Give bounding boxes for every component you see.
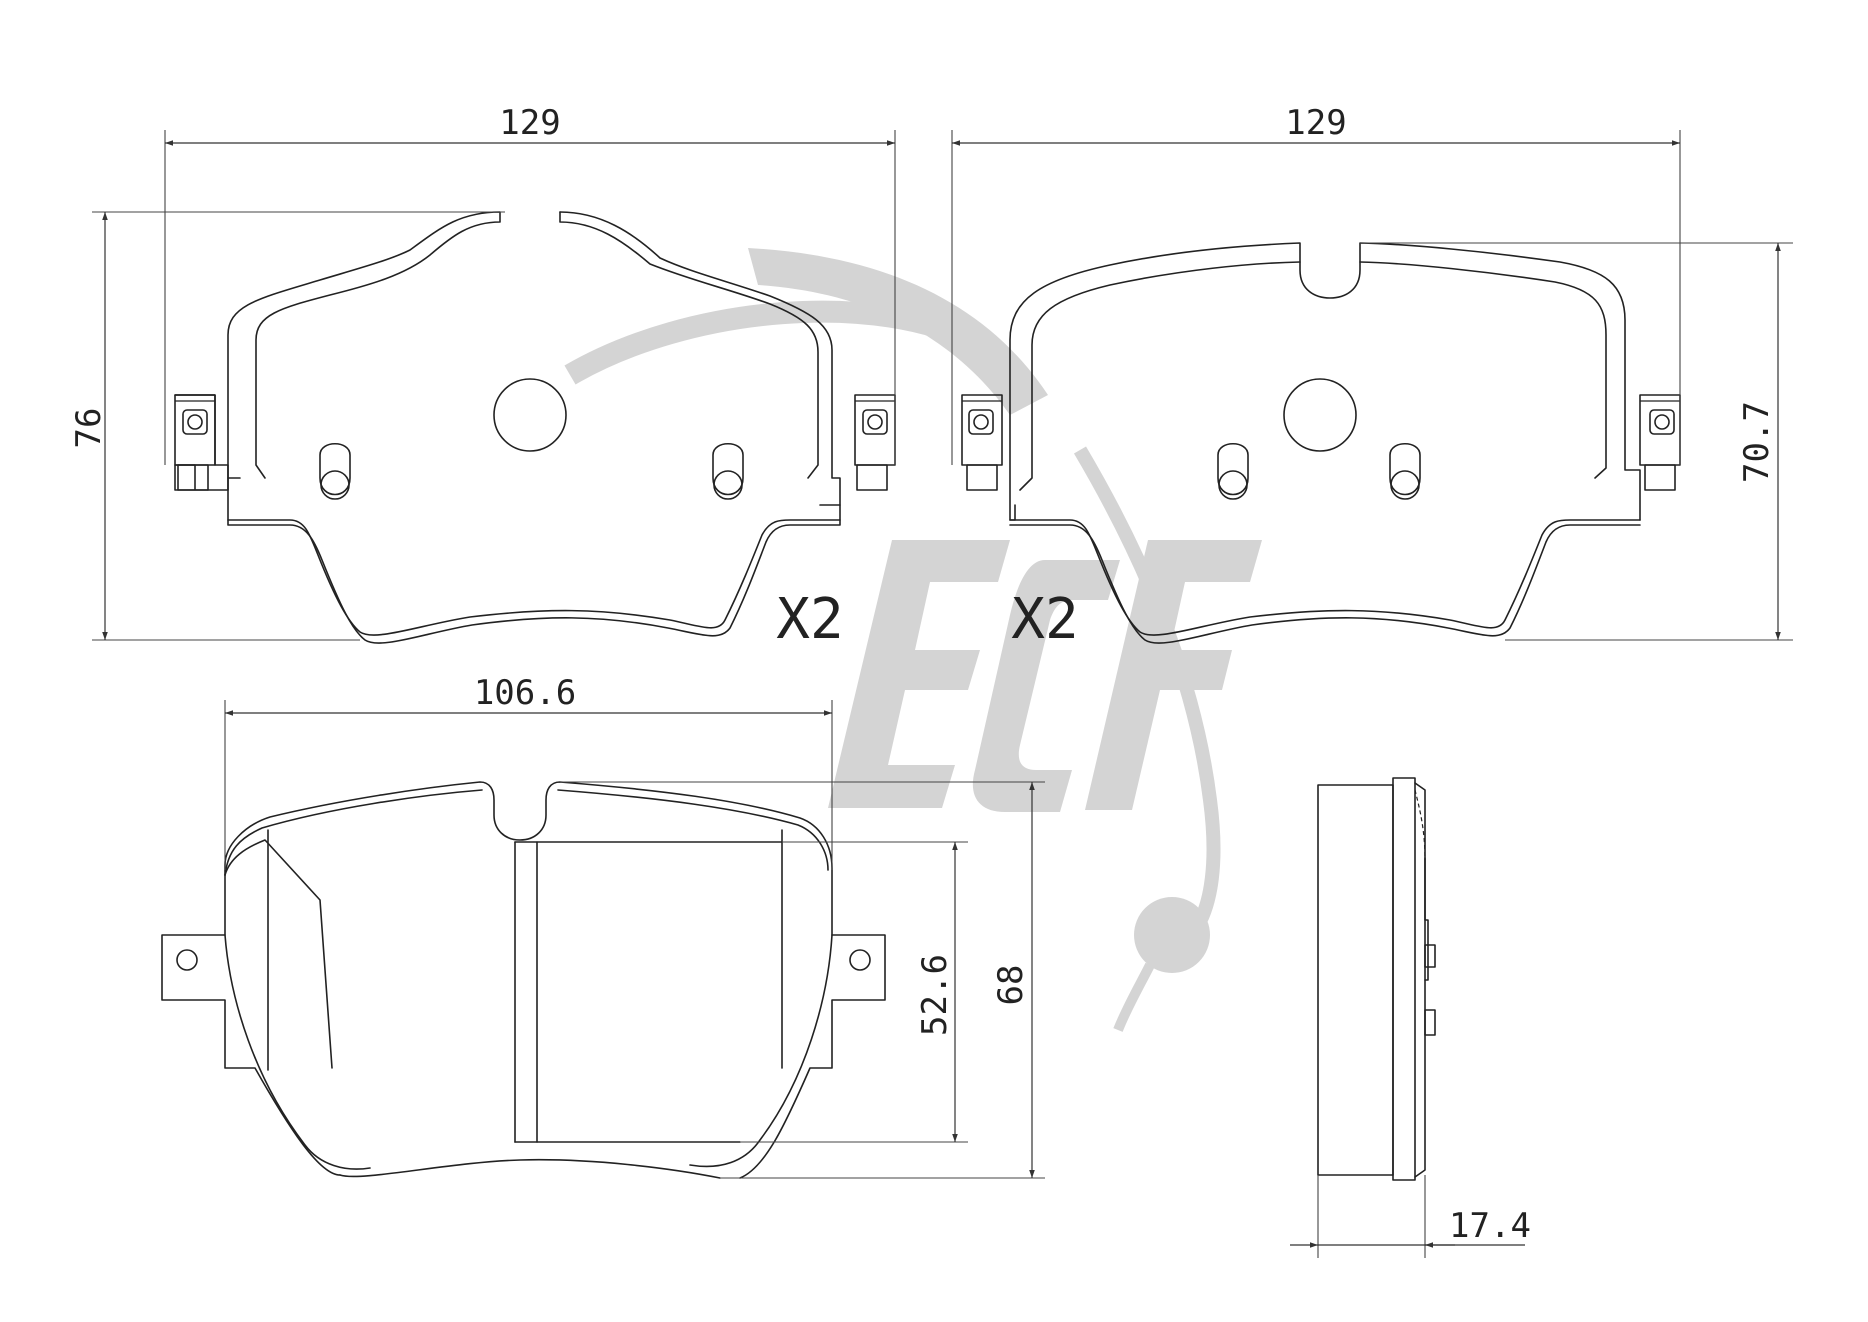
ecf-watermark: [564, 248, 1262, 1032]
dim-friction-width-label: 106.6: [474, 673, 576, 713]
quantity-label-right: X2: [1011, 587, 1078, 652]
dimension-lines: [92, 130, 1793, 1258]
pad-side-view: [1317, 777, 1436, 1181]
pad-top-right: [961, 242, 1681, 644]
dim-height-right-label: 70.7: [1737, 401, 1777, 483]
pad-friction-face: [161, 781, 886, 1179]
dim-width-right-label: 129: [1285, 103, 1346, 143]
dim-thickness-label: 17.4: [1449, 1206, 1531, 1246]
dim-friction-height-outer-label: 68: [991, 965, 1031, 1006]
dim-friction-height-inner-label: 52.6: [915, 954, 955, 1036]
dim-width-left-label: 129: [499, 103, 560, 143]
dim-height-left-label: 76: [69, 408, 109, 449]
quantity-label-left: X2: [776, 587, 843, 652]
